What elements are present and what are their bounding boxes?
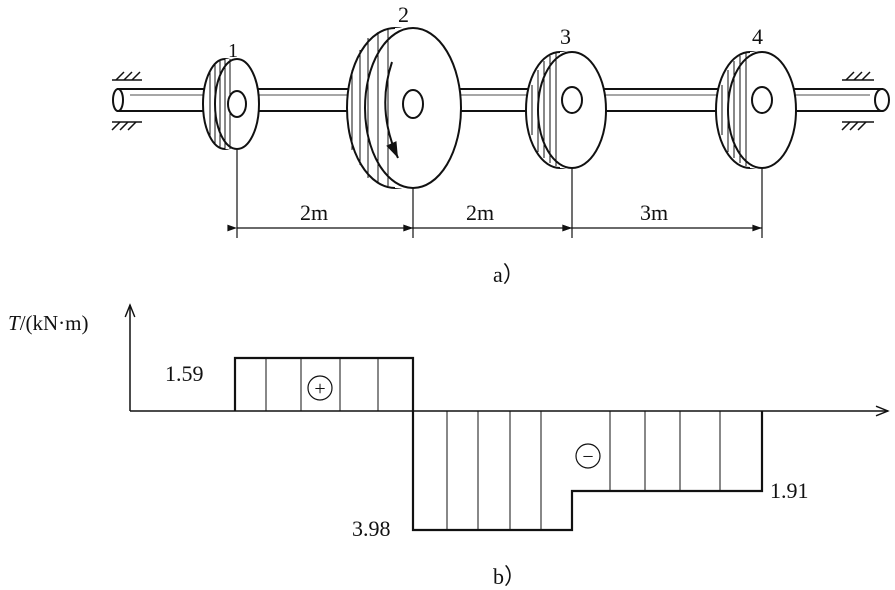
value-label-2: 3.98 (352, 516, 391, 541)
negative-sign-circle (575, 443, 601, 469)
t-axis-symbol: T (8, 311, 21, 335)
disk-3 (525, 51, 607, 169)
disk-4 (715, 51, 797, 169)
negative-sign: − (582, 446, 593, 468)
disk-label-3: 3 (560, 24, 571, 49)
value-label-1: 1.59 (165, 361, 204, 386)
caption-b: b） (493, 564, 526, 589)
t-axis-label: T/(kN·m) (8, 311, 89, 335)
span-label-3: 3m (640, 200, 668, 225)
disk-label-4: 4 (752, 24, 763, 49)
disk-label-1: 1 (228, 40, 238, 62)
torque-diagram (130, 305, 888, 532)
negative-segment (411, 411, 764, 532)
torque-arrow (384, 61, 399, 159)
disk-label-2: 2 (398, 2, 409, 27)
disk-2 (346, 27, 462, 189)
positive-sign: + (314, 378, 325, 400)
right-fixed-support (841, 71, 874, 131)
caption-a: a） (493, 262, 525, 287)
span-label-1: 2m (300, 200, 328, 225)
t-axis-unit: /(kN·m) (20, 311, 89, 335)
positive-segment (233, 356, 415, 411)
disk-1 (202, 58, 260, 150)
shaft-assembly (111, 27, 890, 189)
span-label-2: 2m (466, 200, 494, 225)
positive-sign-circle (307, 375, 333, 401)
left-fixed-support (111, 71, 142, 131)
dimension-lines (227, 150, 763, 238)
value-label-3: 1.91 (770, 478, 809, 503)
